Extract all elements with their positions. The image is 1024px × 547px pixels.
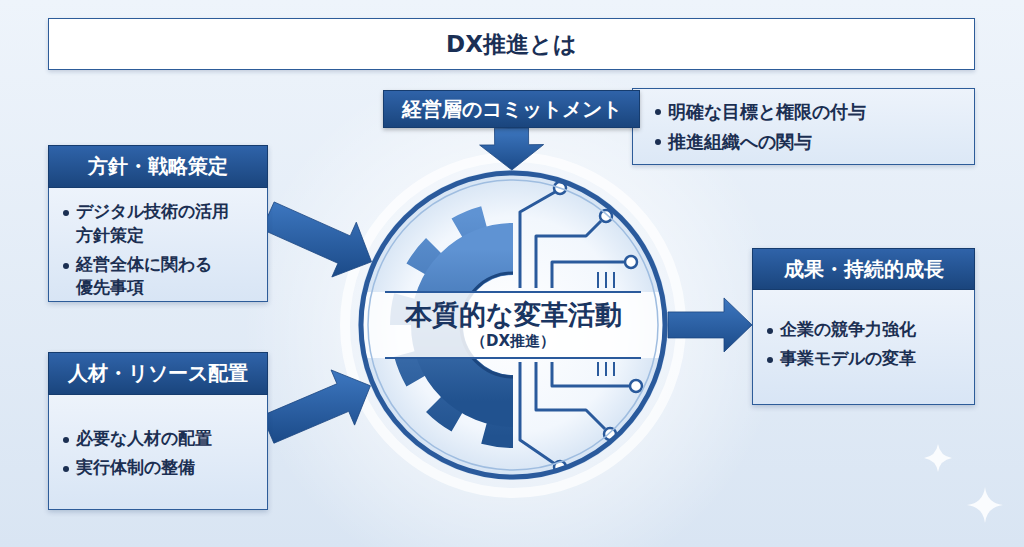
circuit-trace	[536, 362, 605, 429]
circuit-pin	[613, 272, 615, 288]
circle-ring	[361, 173, 665, 477]
circuit-node	[600, 210, 612, 222]
bullet-text: 明確な目標と権限の付与	[668, 99, 866, 124]
text-band	[358, 292, 668, 358]
bullet-item: 実行体制の整備	[63, 456, 267, 480]
card-box: 成果・持続的成長企業の競争力強化事業モデルの変革	[752, 248, 975, 405]
bullet-dot	[63, 466, 69, 472]
bullet-dot	[655, 139, 661, 145]
card-heading: 成果・持続的成長	[784, 256, 944, 283]
bullet-dot	[63, 210, 69, 216]
diagram-title: DX推進とは	[446, 29, 577, 60]
card-heading: 人材・リソース配置	[68, 360, 248, 387]
circuit-pin	[613, 362, 615, 376]
card-header-bar: 人材・リソース配置	[48, 352, 268, 395]
circle-inner-ring	[368, 180, 658, 470]
block-arrow	[262, 202, 372, 277]
bullet-dot	[63, 263, 69, 269]
bullet-text: デジタル技術の活用方針策定	[76, 200, 236, 248]
bullet-item: 企業の競争力強化	[767, 318, 974, 342]
glow-ring	[345, 157, 681, 493]
card-heading: 方針・戦略策定	[88, 153, 228, 180]
title-box: DX推進とは	[48, 18, 975, 70]
bullet-item: デジタル技術の活用方針策定	[63, 200, 267, 248]
header-box: 経営層のコミットメント	[383, 90, 640, 128]
card-body: 必要な人材の配置実行体制の整備	[48, 395, 268, 510]
bullet-text: 推進組織への関与	[668, 129, 812, 154]
sparkle	[924, 444, 952, 472]
bullet-text: 経営全体に関わる優先事項	[76, 253, 221, 301]
bullet-dot	[767, 328, 773, 334]
header-text: 経営層のコミットメント	[402, 96, 622, 123]
card-header-bar: 成果・持続的成長	[752, 248, 975, 290]
bullet-item: 推進組織への関与	[655, 129, 974, 154]
card-body: 企業の競争力強化事業モデルの変革	[752, 290, 975, 405]
bullet-item: 明確な目標と権限の付与	[655, 99, 974, 124]
circuit-pin	[597, 272, 599, 288]
circle-fill	[358, 170, 668, 480]
circuit-pin	[597, 362, 599, 376]
circle-label: 本質的な変革活動	[405, 298, 622, 332]
block-arrow	[480, 128, 544, 170]
gear-teeth	[402, 214, 513, 436]
circuit-trace	[536, 221, 601, 288]
block-arrow	[262, 370, 370, 443]
bullet-box: 明確な目標と権限の付与推進組織への関与	[632, 88, 975, 165]
bullet-text: 必要な人材の配置	[76, 427, 212, 451]
bullet-text: 実行体制の整備	[76, 456, 195, 480]
center-circle: 本質的な変革活動（DX推進）	[358, 170, 668, 480]
card-box: 人材・リソース配置必要な人材の配置実行体制の整備	[48, 352, 268, 510]
bullet-item: 必要な人材の配置	[63, 427, 267, 451]
circle-text-box: 本質的な変革活動（DX推進）	[358, 170, 668, 480]
circle-label: （DX推進）	[471, 332, 555, 352]
bullet-text: 事業モデルの変革	[780, 347, 916, 371]
bullet-dot	[655, 109, 661, 115]
bullet-item: 事業モデルの変革	[767, 347, 974, 371]
card-body: デジタル技術の活用方針策定経営全体に関わる優先事項	[48, 188, 268, 302]
circuit-pin	[605, 362, 607, 376]
bullet-text: 企業の競争力強化	[780, 318, 916, 342]
band-line	[385, 357, 641, 359]
sparkle	[967, 487, 1003, 523]
card-header-bar: 方針・戦略策定	[48, 145, 268, 188]
bullet-item: 経営全体に関わる優先事項	[63, 253, 267, 301]
circuit-pin	[605, 272, 607, 288]
band-line	[385, 291, 641, 293]
circuit-trace	[552, 362, 630, 386]
bullet-dot	[63, 437, 69, 443]
block-arrow	[668, 298, 752, 352]
circuit-node	[625, 256, 637, 268]
circuit-trace	[552, 262, 625, 288]
card-box: 方針・戦略策定デジタル技術の活用方針策定経営全体に関わる優先事項	[48, 145, 268, 302]
bullet-dot	[767, 357, 773, 363]
circuit-node	[630, 380, 642, 392]
